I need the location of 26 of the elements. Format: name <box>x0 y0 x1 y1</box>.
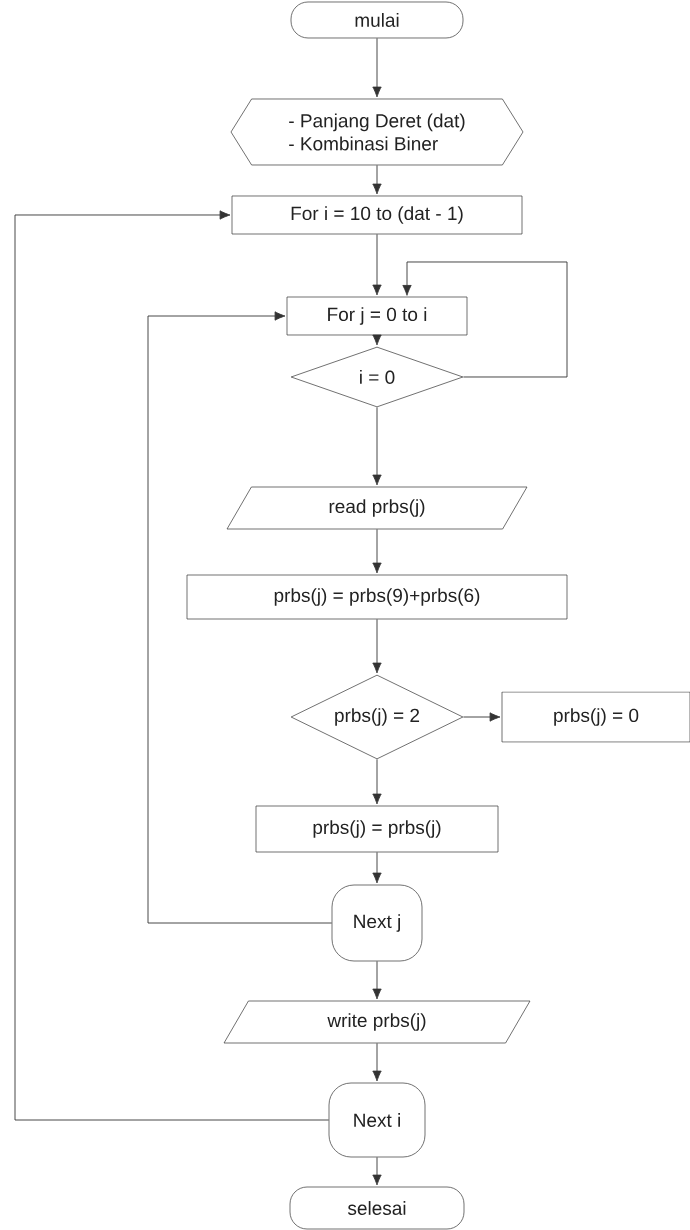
arrow <box>14 210 330 1121</box>
terminator: selesai <box>289 1186 465 1230</box>
process-box: prbs(j) = prbs(j) <box>255 805 499 853</box>
preparation-hexagon: - Panjang Deret (dat) - Kombinasi Biner <box>230 98 524 166</box>
arrow <box>372 164 382 195</box>
io-parallelogram: write prbs(j) <box>223 1000 531 1044</box>
process-box: prbs(j) = 0 <box>501 691 690 743</box>
arrow <box>372 618 382 674</box>
arrow <box>372 1156 382 1186</box>
arrow <box>372 37 382 98</box>
io-parallelogram: read prbs(j) <box>226 486 528 530</box>
arrow <box>372 758 382 805</box>
arrow <box>372 233 382 296</box>
arrow <box>147 311 333 924</box>
arrow <box>372 851 382 884</box>
arrow <box>462 712 501 722</box>
process-box: For j = 0 to i <box>286 296 468 336</box>
arrow <box>372 1042 382 1082</box>
process-box: prbs(j) = prbs(9)+prbs(6) <box>186 574 568 620</box>
arrow <box>372 406 382 486</box>
process-box: For i = 10 to (dat - 1) <box>231 195 523 235</box>
arrow <box>372 960 382 1000</box>
arrow <box>402 261 568 378</box>
arrow <box>372 334 382 346</box>
arrow <box>372 528 382 574</box>
terminator: mulai <box>290 1 464 39</box>
